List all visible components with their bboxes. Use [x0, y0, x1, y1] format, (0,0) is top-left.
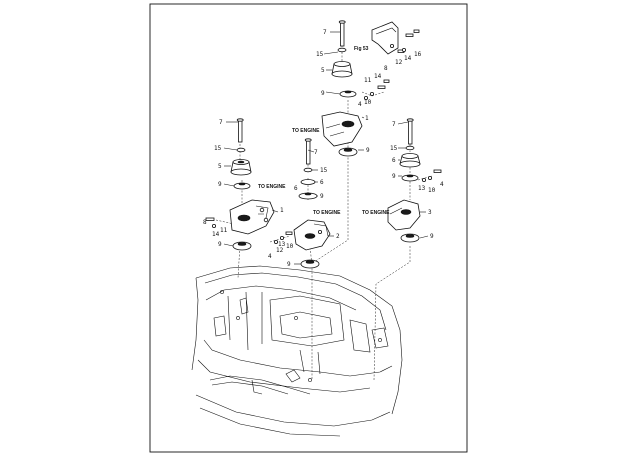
callout-3: 3	[428, 209, 432, 216]
callout-9-upper: 9	[366, 147, 370, 154]
callout-7-centre: 7	[314, 149, 318, 156]
upper-mount-assembly	[321, 20, 420, 157]
callout-5-top: 5	[321, 67, 325, 74]
washer-15-right	[405, 145, 415, 151]
engine-bracket-3	[387, 199, 421, 231]
callout-15-top: 15	[316, 51, 324, 58]
left-mount-assembly	[205, 118, 275, 251]
engine-bracket-1-left	[229, 199, 275, 235]
rubber-mount-9-upper-lower	[338, 147, 358, 157]
callout-labels: 7 15 5 9 12 14 16 8 11 14 10 4 1 9 7 15 …	[203, 29, 444, 268]
bolt-7-top	[340, 21, 345, 47]
callout-12-top: 12	[395, 59, 403, 66]
callout-4-centre: 4	[268, 253, 272, 260]
engine-bracket-1-top	[321, 111, 363, 147]
washer-15-left	[236, 147, 246, 153]
to-engine-note-1: TO ENGINE	[292, 128, 320, 134]
to-engine-note-4: TO ENGINE	[362, 210, 390, 216]
bolt-7-right	[408, 119, 413, 145]
washer-15-centre	[303, 167, 313, 173]
callout-8-top: 8	[384, 65, 388, 72]
callout-14-top: 14	[404, 55, 412, 62]
callout-7-top: 7	[323, 29, 327, 36]
callout-16-top: 16	[414, 51, 422, 58]
bolt-7-centre	[306, 139, 311, 165]
fig-reference: Fig 53	[354, 46, 369, 52]
to-engine-note-3: TO ENGINE	[313, 210, 341, 216]
callout-10-right: 10	[428, 187, 436, 194]
callout-8-left: 8	[203, 219, 207, 226]
callout-9-left-lower: 9	[218, 241, 222, 248]
callout-15-left: 15	[214, 145, 222, 152]
callout-7-left: 7	[219, 119, 223, 126]
rubber-mount-9-right-lower	[400, 233, 420, 243]
callout-13-right: 13	[418, 185, 426, 192]
washer-15-top	[337, 47, 347, 53]
callout-10-centre: 10	[286, 243, 294, 250]
callout-6-lower: 6	[294, 185, 298, 192]
callout-9-centre-lower: 9	[287, 261, 291, 268]
callout-9-centre: 9	[320, 193, 324, 200]
notes: Fig 53 TO ENGINE TO ENGINE TO ENGINE TO …	[258, 46, 390, 216]
callout-11-top: 11	[364, 77, 372, 84]
fig53-bracket	[371, 21, 399, 55]
callout-5-left: 5	[218, 163, 222, 170]
callout-4-right: 4	[440, 181, 444, 188]
callout-12-centre: 12	[276, 247, 284, 254]
callout-6-right: 6	[392, 157, 396, 164]
base-frame	[191, 265, 403, 437]
callout-9-right-lower: 9	[430, 233, 434, 240]
callout-14-top-2: 14	[374, 73, 382, 80]
callout-1-top: 1	[365, 115, 369, 122]
callout-10-top: 10	[364, 99, 372, 106]
plate-6-centre	[300, 179, 316, 185]
centre-mount-assembly	[273, 138, 331, 269]
to-engine-note-2: TO ENGINE	[258, 184, 286, 190]
callout-15-right: 15	[390, 145, 398, 152]
callout-11-left: 11	[220, 227, 228, 234]
callout-14-left: 14	[212, 231, 220, 238]
callout-7-right: 7	[392, 121, 396, 128]
callout-13-centre: 13	[278, 241, 286, 248]
leader-lines	[223, 31, 429, 265]
right-mount-assembly	[387, 118, 442, 243]
callout-6-centre: 6	[320, 179, 324, 186]
callout-15-centre: 15	[320, 167, 328, 174]
callout-2: 2	[336, 233, 340, 240]
callout-9-top: 9	[321, 90, 325, 97]
callout-1-left: 1	[280, 207, 284, 214]
drawing-frame	[149, 3, 468, 453]
callout-9-right: 9	[392, 173, 396, 180]
bolt-7-left	[238, 119, 243, 143]
callout-9-left: 9	[218, 181, 222, 188]
callout-4-top: 4	[358, 101, 362, 108]
